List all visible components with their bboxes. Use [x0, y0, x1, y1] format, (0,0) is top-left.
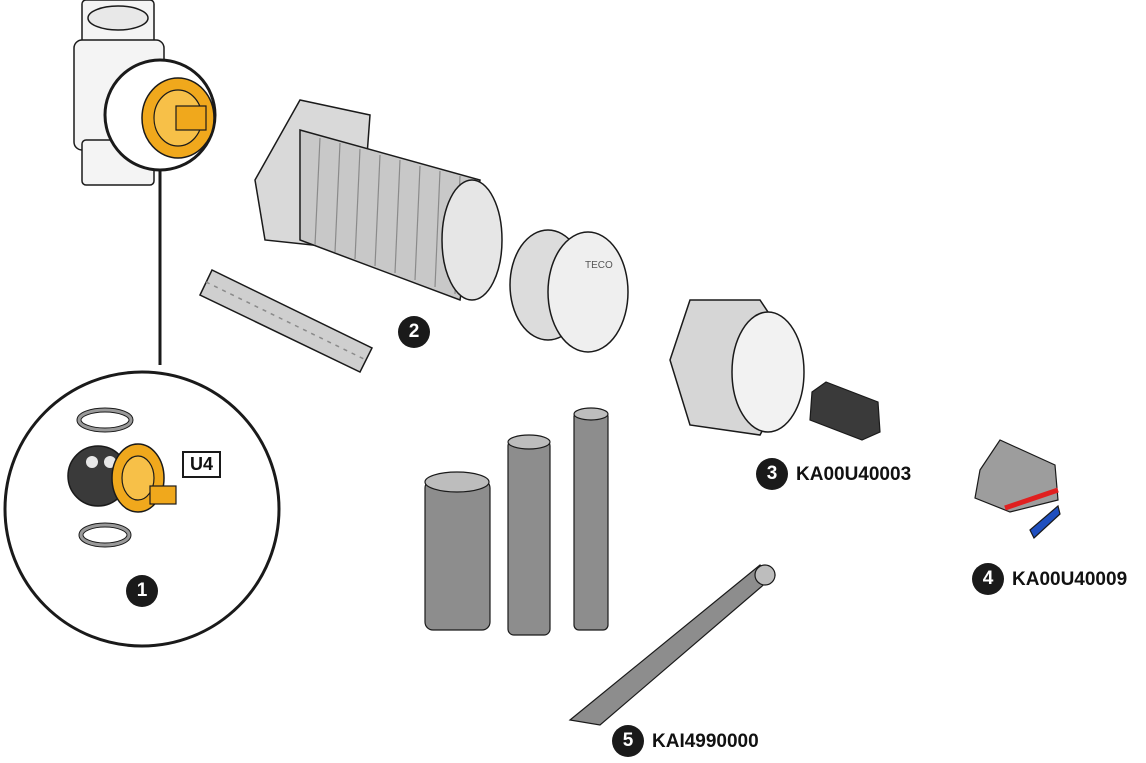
callout-code-5: KAI4990000 [652, 731, 759, 752]
callout-badge-3: 3 [756, 458, 788, 490]
insert-type-tag: U4 [182, 451, 222, 478]
callout-code-4: KA00U40009 [1012, 569, 1128, 590]
ruler-strip-icon [198, 268, 374, 373]
callout-badge-1: 1 [126, 575, 158, 607]
valve-detail-magnifier [103, 58, 217, 172]
extension-tube-icon [254, 99, 503, 302]
ball-valve-insert-icon [3, 370, 281, 648]
socket-wrench-icon [424, 407, 609, 636]
callout-badge-4: 4 [972, 563, 1004, 595]
sleeve-ring-icon [669, 299, 805, 436]
cover-plate-icon: TECO [509, 229, 629, 353]
callout-code-3: KA00U40003 [796, 464, 912, 485]
ratchet-wrench-icon [568, 564, 776, 726]
svg-text:TECO: TECO [585, 260, 613, 271]
adapter-icon [809, 381, 881, 441]
callout-badge-2: 2 [398, 316, 430, 348]
handle-knob-icon [974, 439, 1061, 539]
callout-badge-5: 5 [612, 725, 644, 757]
